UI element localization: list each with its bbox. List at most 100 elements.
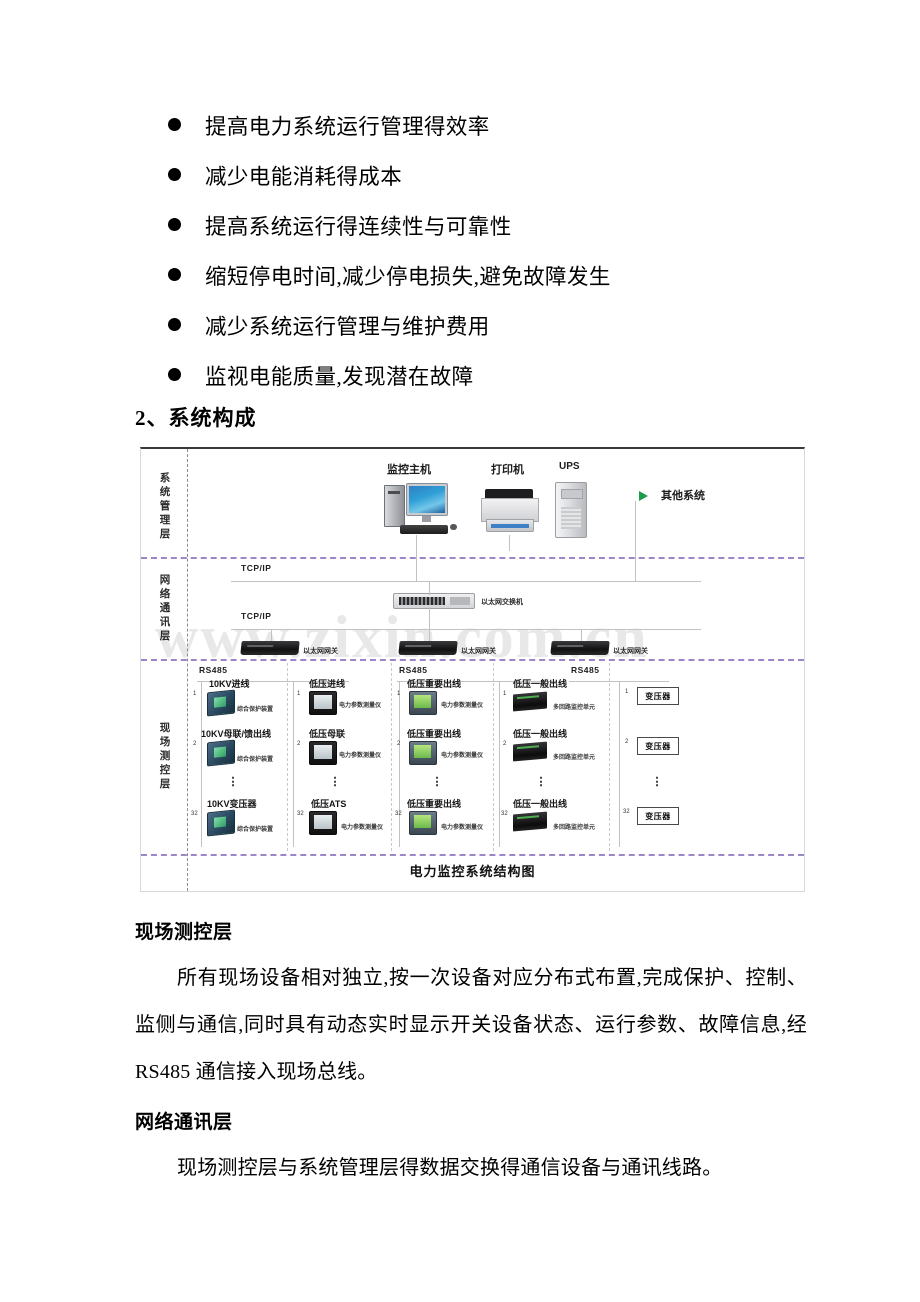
column-separator [493, 663, 494, 851]
gateway-label-1: 以太网网关 [303, 648, 338, 655]
ellipsis-icon: ⋮ [431, 776, 443, 788]
drop-line [499, 681, 500, 847]
subsection-body-field-layer: 所有现场设备相对独立,按一次设备对应分布式布置,完成保护、控制、监侧与通信,同时… [135, 967, 807, 1083]
power-meter-icon [309, 691, 337, 715]
list-item-label: 提高系统运行得连续性与可靠性 [205, 215, 512, 239]
drop-line [201, 681, 202, 847]
field-device-title: 10KV母联/馈出线 [201, 729, 272, 739]
column-separator [287, 663, 288, 851]
list-item: 减少系统运行管理与维护费用 [168, 310, 788, 360]
drop-line [399, 681, 400, 847]
connector-line [429, 607, 430, 629]
list-item-label: 提高电力系统运行管理得效率 [205, 115, 490, 139]
bus-line-tcpip-2 [231, 629, 701, 630]
computer-icon [384, 483, 457, 535]
field-row-index: 2 [625, 739, 629, 745]
protection-device-icon [207, 809, 235, 837]
transformer-box: 变压器 [637, 737, 679, 755]
gateway-icon [240, 641, 300, 655]
bus-line-rs485-1 [197, 681, 349, 682]
switch-icon [393, 593, 475, 609]
arrow-right-icon [639, 491, 648, 501]
switch-label: 以太网交换机 [481, 599, 523, 606]
layer-separator-2 [141, 659, 804, 661]
layer-separator-3 [141, 854, 804, 856]
bullet-dot-icon [168, 218, 181, 231]
bus-line-rs485-2 [397, 681, 557, 682]
list-item-label: 监视电能质量,发现潜在故障 [205, 365, 474, 389]
section-title: 系统构成 [168, 407, 257, 430]
printer-icon [481, 487, 539, 535]
protection-device-icon [207, 689, 235, 717]
transformer-box: 变压器 [637, 807, 679, 825]
benefits-bullet-list: 提高电力系统运行管理得效率 减少电能消耗得成本 提高系统运行得连续性与可靠性 缩… [168, 110, 788, 410]
power-meter-icon [409, 811, 437, 835]
watermark-text: www.zixin.com.cn [155, 604, 649, 670]
protocol-label-tcpip-1: TCP/IP [241, 563, 272, 573]
field-device-title: 10KV变压器 [207, 799, 257, 809]
field-device-title: 低压重要出线 [407, 679, 462, 689]
protocol-label-tcpip-2: TCP/IP [241, 611, 272, 621]
bus-line-tcpip-1 [231, 581, 701, 582]
drop-line [293, 681, 294, 847]
connector-line [581, 629, 582, 645]
device-label-printer: 打印机 [491, 464, 524, 476]
bullet-dot-icon [168, 368, 181, 381]
field-row-index: 2 [193, 741, 197, 747]
diagram-caption: 电力监控系统结构图 [409, 864, 536, 879]
field-device-title: 低压ATS [311, 799, 347, 809]
list-item-label: 缩短停电时间,减少停电损失,避免故障发生 [205, 265, 611, 289]
bullet-dot-icon [168, 268, 181, 281]
multi-circuit-unit-icon [513, 691, 547, 712]
subsection-heading-network-layer: 网络通讯层 [135, 1112, 233, 1133]
field-device-title: 10KV进线 [209, 679, 250, 689]
gateway-icon [398, 641, 458, 655]
device-label-monitor-host: 监控主机 [387, 464, 431, 476]
layer-label-network: 网 络 通 讯 层 [159, 574, 171, 642]
bullet-dot-icon [168, 168, 181, 181]
power-meter-icon [309, 811, 337, 835]
system-architecture-diagram: www.zixin.com.cn 系 统 管 理 层 网 络 通 讯 层 现 [140, 447, 805, 892]
connector-line [429, 629, 430, 645]
field-row-index: 32 [623, 809, 630, 815]
layer-name-divider [187, 449, 188, 891]
field-device-title: 低压一般出线 [513, 799, 568, 809]
transformer-box: 变压器 [637, 687, 679, 705]
list-item-label: 减少系统运行管理与维护费用 [205, 315, 490, 339]
ellipsis-icon: ⋮ [535, 776, 547, 788]
bullet-dot-icon [168, 118, 181, 131]
column-separator [391, 663, 392, 851]
power-meter-icon [409, 691, 437, 715]
field-row-index: 1 [297, 691, 301, 697]
list-item: 减少电能消耗得成本 [168, 160, 788, 210]
list-item: 缩短停电时间,减少停电损失,避免故障发生 [168, 260, 788, 310]
power-meter-icon [409, 741, 437, 765]
layer-separator-1 [141, 557, 804, 559]
field-row-index: 2 [297, 741, 301, 747]
field-device-title: 低压一般出线 [513, 729, 568, 739]
connector-line [509, 535, 510, 551]
device-label-ups: UPS [559, 461, 580, 472]
ellipsis-icon: ⋮ [227, 776, 239, 788]
ups-icon [555, 482, 587, 538]
field-row-index: 2 [397, 741, 401, 747]
field-device-type: 电力参数测量仪 [441, 825, 484, 831]
field-row-index: 32 [395, 811, 402, 817]
field-device-type: 电力参数测量仪 [339, 753, 382, 759]
bus-label-rs485-2: RS485 [399, 665, 428, 675]
multi-circuit-unit-icon [513, 811, 547, 832]
field-device-type: 多回路监控单元 [553, 755, 596, 761]
connector-line [416, 535, 417, 581]
connector-line [635, 501, 636, 581]
list-item-label: 减少电能消耗得成本 [205, 165, 403, 189]
field-device-type: 多回路监控单元 [553, 825, 596, 831]
field-device-type: 综合保护装置 [237, 827, 274, 833]
field-device-title: 低压进线 [309, 679, 346, 689]
bus-label-rs485-3: RS485 [571, 665, 600, 675]
external-system-label: 其他系统 [661, 490, 705, 502]
subsection-heading-field-layer: 现场测控层 [135, 922, 233, 943]
field-device-type: 综合保护装置 [237, 757, 274, 763]
bullet-dot-icon [168, 318, 181, 331]
column-separator [609, 663, 610, 851]
field-row-index: 1 [625, 689, 629, 695]
